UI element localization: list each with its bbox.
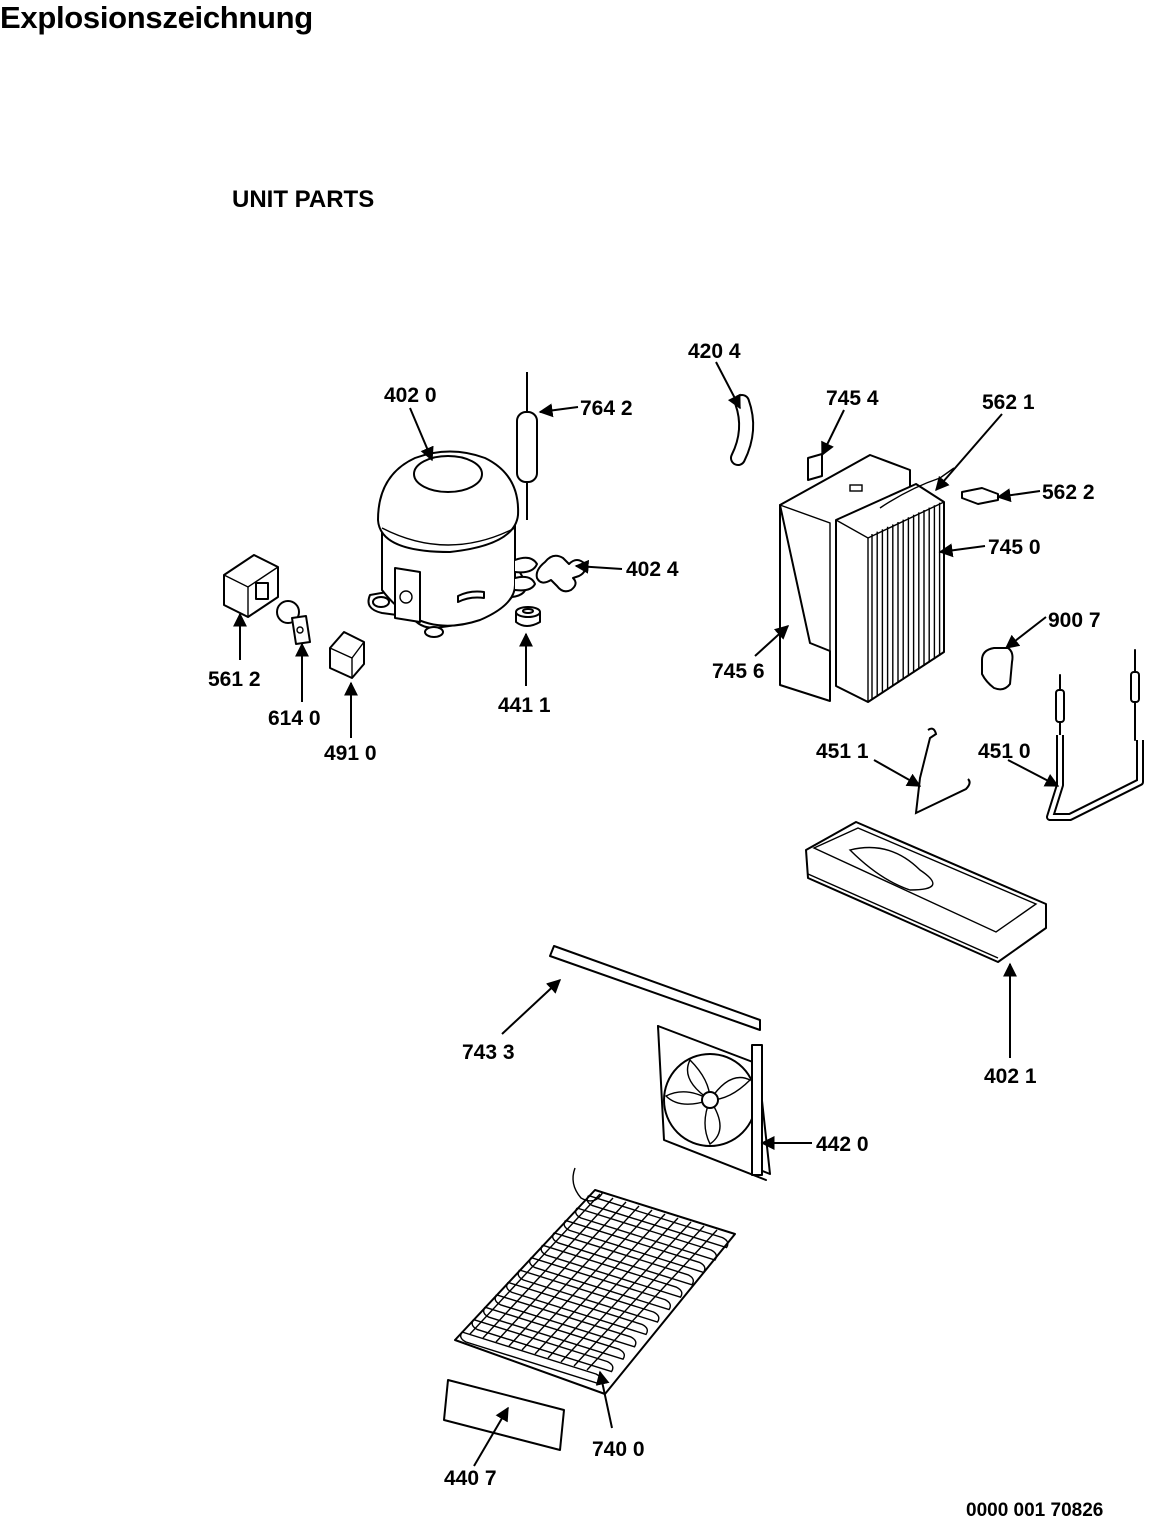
condenser-tube	[517, 1269, 660, 1323]
label-745-0: 745 0	[988, 536, 1041, 559]
label-420-4: 420 4	[688, 340, 741, 363]
condenser-tube	[540, 1244, 683, 1299]
label-451-1: 451 1	[816, 740, 869, 763]
label-402-0: 402 0	[384, 384, 437, 407]
label-402-1: 402 1	[984, 1065, 1037, 1088]
label-442-0: 442 0	[816, 1133, 869, 1156]
label-900-7: 900 7	[1048, 609, 1101, 632]
condenser-tube	[574, 1207, 718, 1261]
part-labels: 402 0 764 2 420 4 745 4 562 1 562 2 745 …	[208, 340, 1101, 1490]
condenser-wire	[508, 1205, 640, 1347]
label-745-6: 745 6	[712, 660, 765, 683]
label-562-1: 562 1	[982, 391, 1035, 414]
overload-protector	[276, 600, 311, 645]
drain-heater	[1046, 649, 1144, 821]
label-740-0: 740 0	[592, 1438, 645, 1461]
condenser-tube	[482, 1306, 626, 1361]
condenser-tube	[528, 1256, 672, 1311]
condenser-wire	[521, 1209, 653, 1351]
condenser-wire	[573, 1225, 705, 1367]
condenser-tube	[505, 1281, 649, 1336]
label-561-2: 561 2	[208, 668, 261, 691]
label-614-0: 614 0	[268, 707, 321, 730]
condenser-fan	[657, 1025, 771, 1181]
condenser-wire	[547, 1217, 679, 1359]
condenser-tube	[563, 1219, 706, 1274]
condenser-tube	[471, 1318, 614, 1373]
condenser-tube	[586, 1194, 729, 1249]
condenser-wire	[560, 1221, 692, 1363]
label-440-7: 440 7	[444, 1467, 497, 1490]
condenser-tubes	[459, 1193, 729, 1385]
sealing-strip	[549, 945, 761, 1031]
label-441-1: 441 1	[498, 694, 551, 717]
condenser-tube	[551, 1232, 695, 1286]
start-relay	[223, 554, 279, 618]
condenser-wire	[534, 1213, 666, 1355]
condenser-wire	[495, 1201, 627, 1343]
mounting-clip	[535, 554, 587, 593]
sensor-clip	[961, 487, 999, 505]
heater-wire-bracket	[914, 727, 971, 815]
leader-lines	[233, 361, 1060, 1467]
compressor	[367, 450, 538, 638]
relay-cover	[329, 631, 365, 679]
document-number: 0000 001 70826	[966, 1500, 1104, 1521]
connecting-tube	[730, 394, 755, 466]
page-title: Explosionszeichnung	[0, 0, 313, 35]
drip-tray	[805, 821, 1047, 963]
label-743-3: 743 3	[462, 1041, 515, 1064]
condenser-wire	[482, 1197, 614, 1339]
holding-clip	[981, 647, 1014, 691]
label-562-2: 562 2	[1042, 481, 1095, 504]
condenser-coil	[454, 1167, 736, 1395]
condenser-wire	[586, 1229, 718, 1371]
label-764-2: 764 2	[580, 397, 633, 420]
condenser-wire	[469, 1193, 601, 1335]
evaporator-coil	[835, 467, 955, 703]
filter-dryer	[516, 372, 538, 520]
condenser-tube	[494, 1294, 637, 1348]
section-title: UNIT PARTS	[232, 186, 375, 213]
label-491-0: 491 0	[324, 742, 377, 765]
label-402-4: 402 4	[626, 558, 679, 581]
evaporator-housing	[779, 453, 911, 702]
rubber-grommet	[515, 606, 541, 627]
label-451-0: 451 0	[978, 740, 1031, 763]
evaporator-fins	[871, 502, 941, 700]
label-745-4: 745 4	[826, 387, 879, 410]
